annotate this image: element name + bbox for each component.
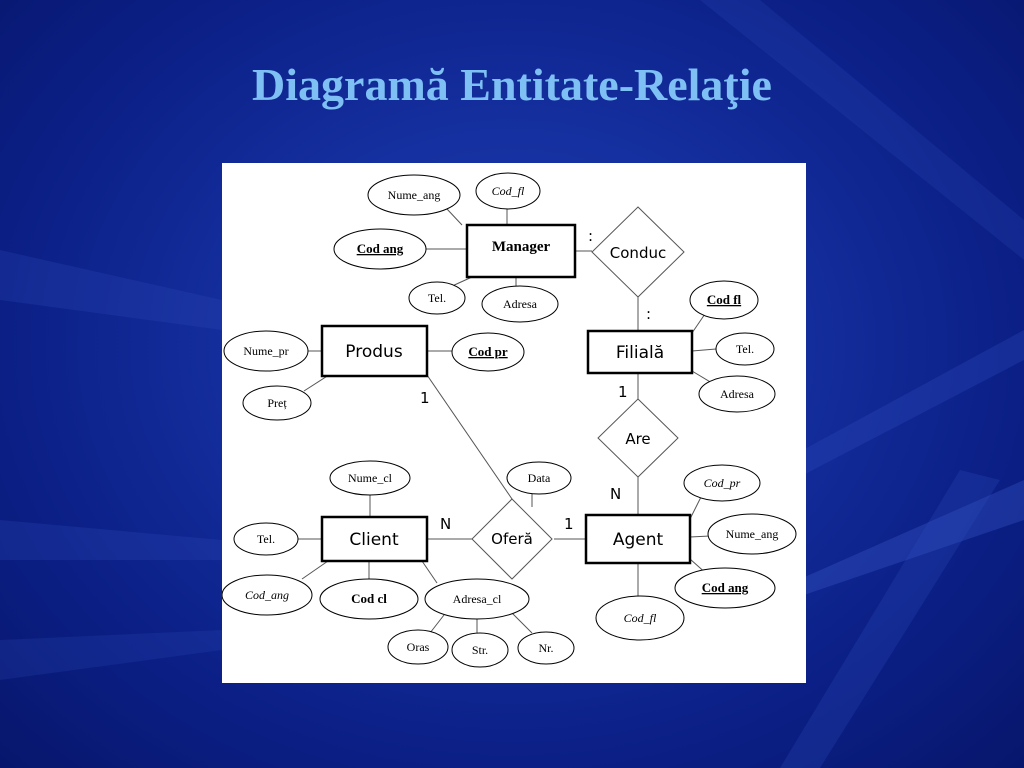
er-diagram: Manager Produs Filială Client Agent Cond… [222, 163, 806, 683]
attribute-agent-nume-ang-label: Nume_ang [726, 527, 779, 541]
attribute-ofera-data: Data [506, 461, 572, 495]
attribute-agent-cod-pr: Cod_pr [683, 464, 761, 502]
edge-adresa-nr [511, 612, 533, 634]
relationship-ofera: Oferă [471, 498, 553, 580]
entity-manager-label: Manager [492, 239, 551, 255]
attribute-ofera-data-label: Data [528, 471, 551, 485]
entity-filiala: Filială [586, 329, 694, 375]
edge-adresa-oras [429, 614, 445, 634]
attribute-manager-cod-ang: Cod ang [333, 228, 427, 270]
attribute-produs-pret: Preț [242, 385, 312, 421]
attribute-agent-nume-ang: Nume_ang [707, 513, 797, 555]
attribute-adresa-nr: Nr. [517, 631, 575, 665]
cardinality-filiala-are: 1 [618, 383, 628, 401]
diagram-edges [298, 192, 717, 634]
edge-client-cod-ang [301, 560, 329, 580]
entity-client-label: Client [349, 530, 399, 550]
cardinality-produs-ofera: 1 [420, 389, 430, 407]
attribute-adresa-str: Str. [451, 632, 509, 668]
edge-client-adresa-cl [421, 560, 438, 584]
relationship-are: Are [597, 398, 679, 478]
cardinality-client-ofera: N [440, 515, 451, 533]
attribute-produs-cod-pr: Cod pr [451, 332, 525, 372]
attribute-agent-cod-ang-label: Cod ang [702, 580, 749, 595]
attribute-manager-tel: Tel. [408, 281, 466, 315]
attribute-manager-adresa-label: Adresa [503, 297, 538, 311]
attribute-agent-cod-ang: Cod ang [674, 567, 776, 609]
attribute-adresa-oras: Oras [387, 629, 449, 665]
attribute-produs-pret-label: Preț [267, 396, 287, 410]
entity-manager: Manager [465, 223, 577, 279]
relationship-are-label: Are [625, 430, 650, 448]
relationship-ofera-label: Oferă [491, 530, 533, 548]
entity-produs: Produs [320, 324, 429, 378]
attribute-agent-cod-fl-label: Cod_fl [624, 611, 657, 625]
attribute-manager-adresa: Adresa [481, 285, 559, 323]
attribute-client-cod-ang: Cod_ang [222, 574, 313, 616]
attribute-client-cod-cl: Cod cl [319, 578, 419, 620]
attribute-client-tel-label: Tel. [257, 532, 275, 546]
edge-agent-nume-ang [689, 535, 711, 538]
attribute-adresa-oras-label: Oras [407, 640, 430, 654]
slide-title: Diagramă Entitate-Relaţie [252, 59, 772, 110]
attribute-client-cod-ang-label: Cod_ang [245, 588, 289, 602]
attribute-adresa-nr-label: Nr. [539, 641, 554, 655]
entity-agent: Agent [584, 513, 692, 565]
entity-client: Client [320, 515, 429, 563]
attribute-filiala-tel: Tel. [715, 332, 775, 366]
attribute-client-adresa-cl: Adresa_cl [424, 578, 530, 620]
entity-agent-label: Agent [613, 530, 664, 550]
attribute-adresa-str-label: Str. [472, 643, 488, 657]
attribute-agent-cod-pr-label: Cod_pr [704, 476, 741, 490]
cardinality-manager-conduc: : [588, 227, 593, 245]
cardinality-ofera-agent: 1 [564, 515, 574, 533]
edge-produs-ofera [426, 374, 513, 500]
attribute-client-nume-cl-label: Nume_cl [348, 471, 393, 485]
attribute-produs-nume-pr: Nume_pr [223, 330, 309, 372]
attribute-filiala-cod-fl: Cod fl [689, 280, 759, 320]
attribute-produs-cod-pr-label: Cod pr [468, 344, 508, 359]
attribute-manager-nume-ang-label: Nume_ang [388, 188, 441, 202]
attribute-manager-nume-ang: Nume_ang [367, 174, 461, 216]
er-diagram-canvas: Manager Produs Filială Client Agent Cond… [222, 172, 797, 668]
relationship-conduc: Conduc [591, 206, 685, 298]
attribute-manager-cod-fl-label: Cod_fl [492, 184, 525, 198]
attribute-filiala-adresa-label: Adresa [720, 387, 755, 401]
edge-agent-cod-pr [689, 494, 703, 520]
edge-filiala-tel [691, 348, 717, 352]
attribute-produs-nume-pr-label: Nume_pr [243, 344, 288, 358]
attribute-client-nume-cl: Nume_cl [329, 460, 411, 496]
attribute-agent-cod-fl: Cod_fl [595, 595, 685, 641]
attribute-filiala-tel-label: Tel. [736, 342, 754, 356]
relationship-conduc-label: Conduc [610, 244, 666, 262]
attribute-filiala-adresa: Adresa [698, 375, 776, 413]
entity-filiala-label: Filială [616, 343, 664, 363]
attribute-manager-cod-ang-label: Cod ang [357, 241, 404, 256]
edge-filiala-adresa [691, 370, 713, 384]
attribute-manager-cod-fl: Cod_fl [475, 172, 541, 210]
cardinality-are-agent: N [610, 485, 621, 503]
attribute-filiala-cod-fl-label: Cod fl [707, 292, 742, 307]
attribute-client-tel: Tel. [233, 522, 299, 556]
cardinality-conduc-filiala: : [646, 305, 651, 323]
attribute-manager-tel-label: Tel. [428, 291, 446, 305]
attribute-client-adresa-cl-label: Adresa_cl [453, 592, 502, 606]
attribute-client-cod-cl-label: Cod cl [351, 591, 387, 606]
entity-produs-label: Produs [345, 342, 403, 362]
